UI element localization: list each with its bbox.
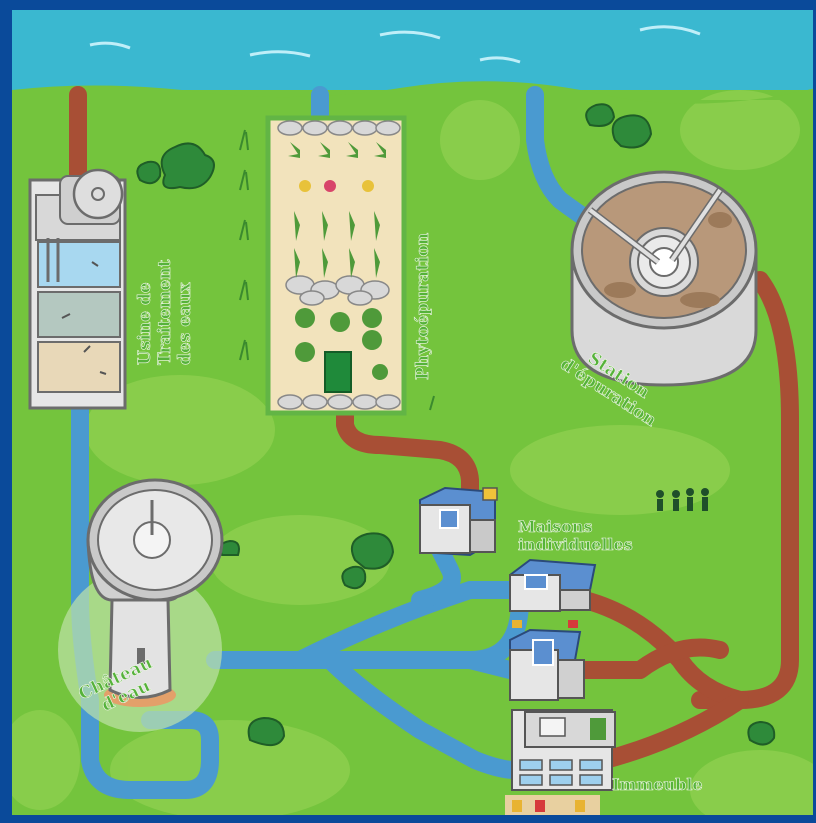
label-usine-line3: des eaux [175, 282, 195, 365]
phytoepuration-bed [268, 118, 404, 413]
water-treatment-plant [30, 170, 125, 408]
house-1 [420, 488, 497, 555]
river [12, 10, 816, 104]
apartment-building [505, 710, 615, 818]
house-3 [510, 630, 584, 700]
label-houses-line2: individuelles [518, 535, 633, 554]
label-usine-line1: Usine de [135, 282, 155, 365]
label-usine-line2: Traitement [155, 259, 175, 365]
label-houses-line1: Maisons [518, 517, 592, 536]
label-phytoepuration: Phytoépuration [413, 233, 433, 380]
label-building: Immeuble [612, 775, 703, 794]
